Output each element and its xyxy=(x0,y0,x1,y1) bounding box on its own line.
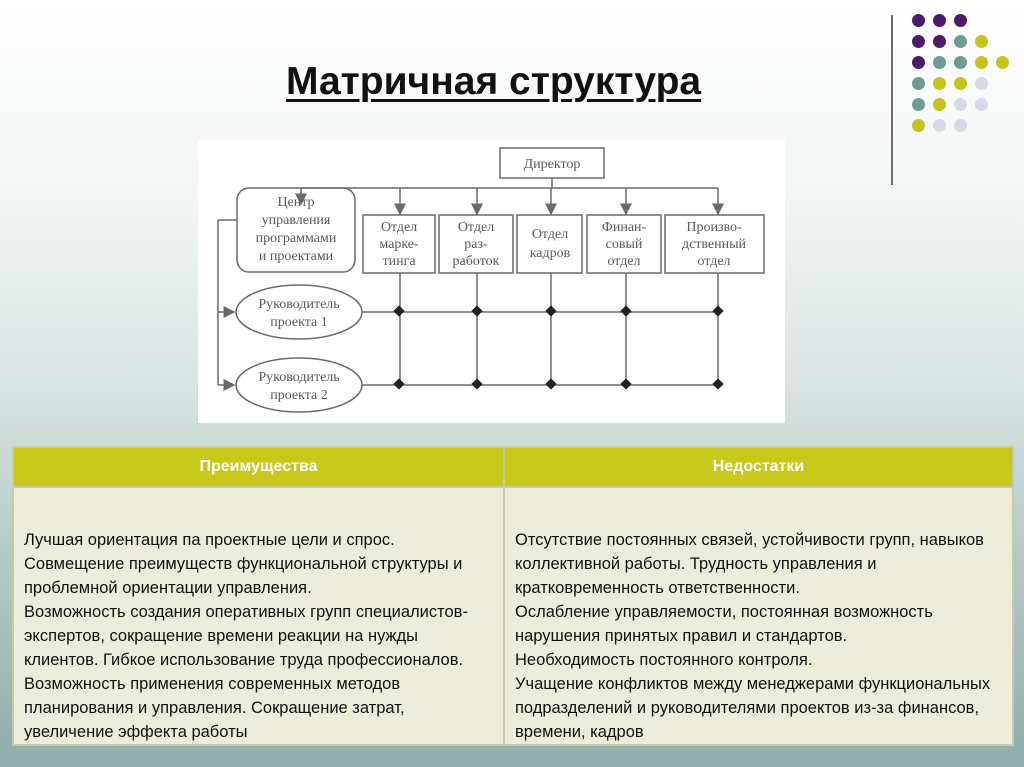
disadvantages-cell: Отсутствие постоянных связей, устойчивос… xyxy=(503,486,1014,746)
svg-text:программами: программами xyxy=(256,231,337,246)
svg-text:тинга: тинга xyxy=(382,254,416,269)
svg-text:Отдел: Отдел xyxy=(532,227,568,242)
decorative-dot xyxy=(975,77,988,90)
decorative-dot xyxy=(954,14,967,27)
decorative-dot xyxy=(912,119,925,132)
decorative-dot xyxy=(954,77,967,90)
disadvantage-item: Ослабление управляемости, постоянная воз… xyxy=(515,603,933,645)
decorative-dot xyxy=(933,35,946,48)
svg-text:кадров: кадров xyxy=(530,246,571,261)
svg-text:Центр: Центр xyxy=(277,195,314,210)
advantages-header: Преимущества xyxy=(12,446,505,488)
svg-text:отдел: отдел xyxy=(697,254,730,269)
svg-text:Руководитель: Руководитель xyxy=(258,370,339,385)
manager-oval xyxy=(235,284,363,340)
decorative-dot xyxy=(933,14,946,27)
center-label: Центр управления программами и проектами xyxy=(256,195,337,264)
department-box xyxy=(438,214,514,274)
advantage-item: Совмещение преимуществ функциональной ст… xyxy=(24,555,463,597)
disadvantage-item: Отсутствие постоянных связей, устойчивос… xyxy=(515,531,984,597)
decorative-dot xyxy=(933,56,946,69)
manager-label: Руководитель проекта 1 xyxy=(258,297,339,330)
decorative-dot xyxy=(996,56,1009,69)
svg-text:отдел: отдел xyxy=(607,254,640,269)
department-label: Отдел марке- тинга xyxy=(379,220,419,269)
org-structure-diagram: Директор Центр управления программами и … xyxy=(198,140,785,423)
disadvantage-item: Необходимость постоянного контроля. xyxy=(515,651,813,669)
comparison-table: Преимущества Недостатки Лучшая ориентаци… xyxy=(12,446,1014,746)
svg-text:Отдел: Отдел xyxy=(458,220,494,235)
decorative-dot xyxy=(933,119,946,132)
advantages-cell: Лучшая ориентация па проектные цели и сп… xyxy=(12,486,505,746)
center-box xyxy=(236,187,356,273)
disadvantages-header: Недостатки xyxy=(503,446,1014,488)
svg-text:проекта 1: проекта 1 xyxy=(270,315,328,330)
svg-text:Финан-: Финан- xyxy=(602,220,647,235)
decorative-dot xyxy=(912,98,925,111)
svg-text:проекта 2: проекта 2 xyxy=(270,388,328,403)
slide-title: Матричная структура xyxy=(286,60,702,103)
decorative-dot xyxy=(954,98,967,111)
advantage-item: Лучшая ориентация па проектные цели и сп… xyxy=(24,531,395,549)
decorative-dot xyxy=(912,77,925,90)
svg-text:марке-: марке- xyxy=(379,237,419,252)
svg-text:раз-: раз- xyxy=(464,237,488,252)
director-label: Директор xyxy=(524,157,581,172)
decorative-dot xyxy=(933,98,946,111)
department-box xyxy=(664,214,765,274)
decorative-dot xyxy=(912,35,925,48)
department-label: Финан- совый отдел xyxy=(602,220,647,269)
decorative-dot xyxy=(975,56,988,69)
advantage-item: Возможность применения современных метод… xyxy=(24,675,405,741)
table-header-row: Преимущества Недостатки xyxy=(12,446,1014,488)
svg-text:управления: управления xyxy=(262,213,331,228)
manager-label: Руководитель проекта 2 xyxy=(258,370,339,403)
decorative-dot xyxy=(954,35,967,48)
svg-text:совый: совый xyxy=(606,237,643,252)
department-box xyxy=(362,214,436,274)
table-row: Лучшая ориентация па проектные цели и сп… xyxy=(12,486,1014,746)
decorative-dot xyxy=(954,56,967,69)
department-label: Отдел кадров xyxy=(530,227,571,261)
decorative-dot xyxy=(912,14,925,27)
svg-text:и проектами: и проектами xyxy=(259,249,334,264)
department-box xyxy=(586,214,662,274)
svg-text:Руководитель: Руководитель xyxy=(258,297,339,312)
decorative-dot xyxy=(912,56,925,69)
decorative-dot-grid xyxy=(912,14,1012,164)
department-label: Произво- дственный отдел xyxy=(682,220,747,269)
svg-text:Произво-: Произво- xyxy=(686,220,742,235)
decorative-dot xyxy=(933,77,946,90)
svg-text:дственный: дственный xyxy=(682,237,747,252)
svg-text:Отдел: Отдел xyxy=(381,220,417,235)
decorative-dot xyxy=(975,35,988,48)
manager-oval xyxy=(235,357,363,413)
advantage-item: Возможность создания оперативных групп с… xyxy=(24,603,468,669)
department-label: Отдел раз- работок xyxy=(453,220,500,269)
decorative-dot xyxy=(975,98,988,111)
divider-line xyxy=(891,15,893,185)
department-box xyxy=(516,214,583,274)
decorative-dot xyxy=(954,119,967,132)
disadvantage-item: Учащение конфликтов между менеджерами фу… xyxy=(515,675,991,741)
svg-text:работок: работок xyxy=(453,254,500,269)
